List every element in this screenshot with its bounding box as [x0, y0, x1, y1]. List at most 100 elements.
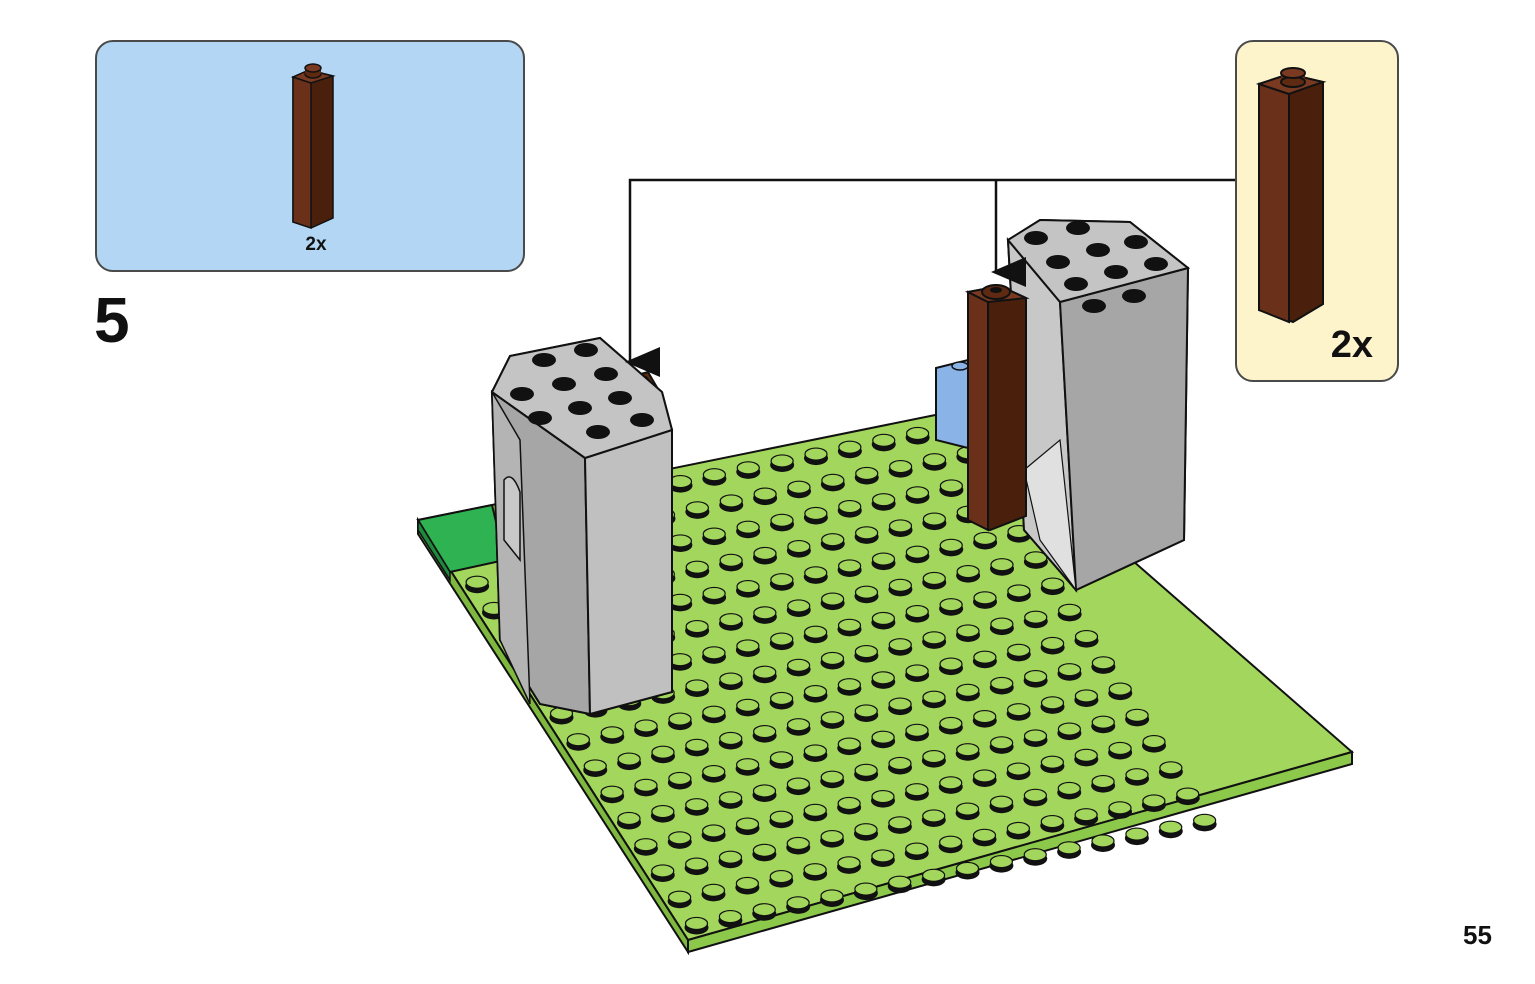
right-gray-tower [1006, 218, 1191, 593]
baseplate-stud [701, 705, 726, 724]
baseplate-stud [668, 474, 693, 493]
baseplate-stud [989, 854, 1014, 873]
baseplate-stud [1124, 827, 1149, 846]
baseplate-stud [871, 552, 896, 571]
baseplate-stud [803, 684, 828, 703]
baseplate-stud [735, 876, 760, 895]
baseplate-stud [853, 882, 878, 901]
baseplate-stud [1006, 703, 1031, 721]
baseplate-stud [701, 824, 726, 842]
baseplate-stud [887, 816, 912, 834]
tower-studs-left [510, 343, 654, 439]
baseplate-stud [804, 447, 828, 466]
baseplate-stud [735, 639, 760, 657]
baseplate-stud [718, 791, 743, 809]
baseplate-stud [769, 751, 794, 769]
baseplate-stud [887, 875, 912, 894]
baseplate-stud [1023, 848, 1048, 866]
baseplate-stud [770, 513, 794, 532]
baseplate-stud [465, 575, 490, 594]
baseplate-stud [1006, 584, 1031, 602]
baseplate-stud [1074, 808, 1099, 826]
baseplate-stud [922, 512, 947, 531]
baseplate-stud [955, 802, 980, 821]
baseplate-stud [684, 738, 709, 757]
baseplate-stud [1091, 715, 1116, 734]
baseplate-stud [871, 789, 895, 808]
baseplate-stud [667, 890, 692, 909]
baseplate-stud [837, 678, 862, 696]
baseplate-stud [617, 811, 641, 830]
baseplate-stud [921, 868, 946, 887]
baseplate-stud [1023, 551, 1048, 569]
brown-brick-right [964, 284, 1030, 532]
baseplate-stud [939, 538, 964, 557]
baseplate-stud [735, 817, 760, 836]
parts-quantity-label: 2x [305, 234, 327, 255]
baseplate-stud [752, 843, 777, 862]
baseplate-stud [786, 539, 811, 558]
baseplate-stud [989, 617, 1014, 636]
baseplate-stud [921, 749, 946, 768]
baseplate-stud [583, 759, 608, 777]
baseplate-stud [1040, 636, 1065, 655]
baseplate-stud [871, 611, 896, 630]
baseplate-stud [820, 533, 845, 551]
baseplate-stud [617, 752, 642, 771]
baseplate-stud [837, 796, 862, 815]
baseplate-stud [1023, 669, 1048, 688]
baseplate-stud [854, 823, 878, 841]
baseplate-stud [600, 726, 625, 744]
baseplate-stud [752, 724, 777, 743]
baseplate-stud [718, 850, 743, 869]
baseplate-stud [1142, 734, 1166, 753]
baseplate-stud [786, 896, 811, 914]
brown-brick-icon [290, 63, 336, 230]
baseplate-stud [633, 838, 658, 856]
baseplate-stud [955, 683, 980, 702]
baseplate-stud [752, 606, 777, 624]
baseplate-stud [973, 531, 998, 550]
baseplate-stud [938, 776, 963, 794]
baseplate-stud [803, 863, 828, 881]
baseplate-stud [549, 706, 574, 725]
baseplate-stud [820, 889, 844, 907]
baseplate-stud [1040, 577, 1065, 596]
baseplate-stud [684, 916, 709, 935]
green-tile [416, 503, 507, 583]
baseplate-stud [972, 828, 997, 847]
baseplate-stud [989, 795, 1014, 814]
baseplate-stud [718, 672, 743, 691]
baseplate-stud [939, 657, 963, 676]
callout-arrows [625, 178, 1235, 377]
baseplate-stud [769, 810, 794, 829]
baseplate-stud [888, 578, 913, 597]
baseplate-stud [736, 461, 761, 479]
baseplate-stud [1074, 689, 1099, 707]
baseplate-stud [904, 783, 929, 801]
baseplate-stud [820, 592, 845, 611]
baseplate-stud [905, 664, 930, 682]
baseplate-stud [1057, 603, 1082, 622]
baseplate-stud [752, 665, 777, 684]
baseplate-stud [786, 658, 811, 677]
baseplate-stud [803, 625, 828, 644]
baseplate-stud [753, 546, 777, 565]
baseplate-stud [667, 831, 692, 849]
baseplate-stud [685, 501, 710, 519]
parts-list-panel: 2x [95, 40, 525, 272]
baseplate-stud [1074, 629, 1099, 648]
baseplate-stud [803, 566, 828, 584]
baseplate-stud [1091, 656, 1116, 674]
baseplate-stud [770, 454, 795, 472]
baseplate-stud [837, 440, 862, 459]
baseplate-stud [786, 599, 811, 617]
baseplate-stud [600, 785, 625, 804]
baseplate-stud [820, 770, 845, 789]
baseplate-stud [684, 798, 709, 816]
baseplate-stud [871, 671, 896, 689]
baseplate-stud [905, 486, 930, 504]
baseplate-stud [921, 809, 946, 827]
baseplate-stud [1040, 696, 1065, 714]
